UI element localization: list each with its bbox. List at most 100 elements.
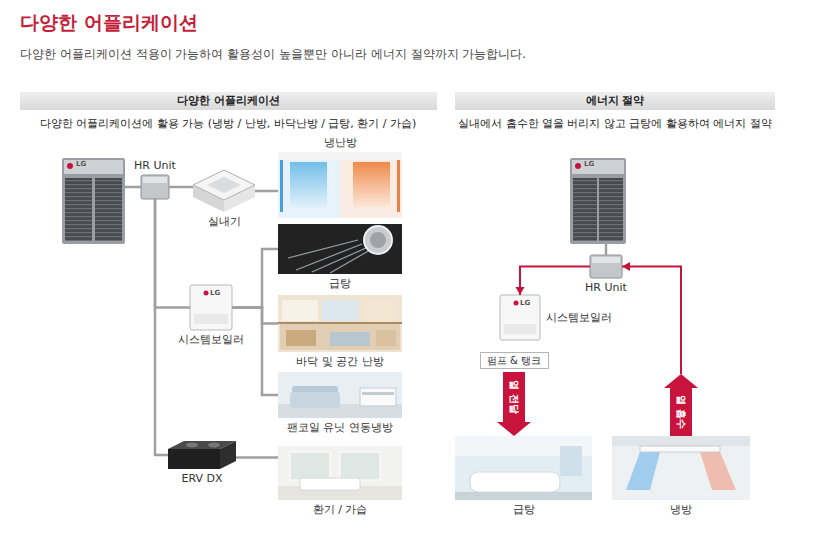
fan-grille xyxy=(65,178,92,241)
heat-flow-arrow xyxy=(497,372,531,436)
pipe-connector xyxy=(232,308,278,396)
heat-flow-arrow xyxy=(622,262,698,436)
page-title: 다양한 어플리케이션 xyxy=(20,10,198,36)
photo-tile: 냉방 xyxy=(612,436,750,500)
connector-line xyxy=(232,249,278,308)
room xyxy=(322,300,358,321)
cool-airflow xyxy=(290,162,327,208)
fan-coil-grille xyxy=(362,392,394,395)
shower-head xyxy=(364,226,392,254)
erv-body xyxy=(168,449,220,469)
cool-airflow xyxy=(626,452,660,490)
boiler-panel xyxy=(504,324,536,334)
room xyxy=(362,300,398,321)
furniture xyxy=(330,332,370,346)
section-band: 다양한 어플리케이션 xyxy=(20,92,437,110)
furniture xyxy=(376,330,396,346)
pipe-connector xyxy=(155,199,190,308)
ventilation-photo xyxy=(278,446,402,500)
heat-transfer-arrow xyxy=(497,372,531,436)
connector-line xyxy=(236,456,278,459)
caption: 실내기 xyxy=(208,215,241,228)
photo-tile: 급탕 xyxy=(455,436,592,500)
caption: 급탕 xyxy=(329,277,351,290)
pipe-connector xyxy=(236,457,278,458)
bathtub xyxy=(470,472,560,492)
logo-text: LG xyxy=(76,160,86,168)
cooling-room xyxy=(278,152,340,218)
water-spray xyxy=(288,240,370,273)
ceiling xyxy=(612,436,750,446)
cassette-grille xyxy=(207,177,241,193)
outdoor-unit: LG xyxy=(570,158,626,244)
caption: 환기 / 가습 xyxy=(313,503,368,516)
lower-floor xyxy=(280,324,400,350)
photo-tile: 환기 / 가습 xyxy=(278,446,402,500)
floor-slab xyxy=(278,322,402,324)
system-boiler: LG시스템보일러 xyxy=(190,285,232,330)
sofa xyxy=(290,392,340,408)
wall-flow xyxy=(397,160,400,212)
logo-text: LG xyxy=(584,160,594,168)
floor-heating-photo xyxy=(278,295,402,352)
pipe-connector xyxy=(232,308,278,324)
caption: HR Unit xyxy=(134,159,176,172)
photo-tile: 바닥 및 공간 난방 xyxy=(278,295,402,352)
fan-coil-unit xyxy=(360,388,396,406)
window xyxy=(340,452,380,480)
connector-line xyxy=(155,199,190,308)
photo-tile: 팬코일 유닛 연동냉방 xyxy=(278,372,402,418)
connector-line xyxy=(232,308,278,324)
connector-line xyxy=(155,199,168,455)
erv-fan xyxy=(186,443,198,448)
boiler-body xyxy=(190,285,232,330)
cassette-panel xyxy=(193,170,255,200)
connector-line xyxy=(169,186,193,189)
caption: 급탕 xyxy=(513,503,535,516)
connector-line xyxy=(232,308,278,396)
warm-airflow xyxy=(353,162,390,208)
caption: 냉방 xyxy=(670,503,692,516)
shower-nozzle xyxy=(370,232,386,248)
shower-photo xyxy=(278,224,402,274)
outdoor-unit-panel xyxy=(64,160,123,174)
connector-line xyxy=(125,186,141,189)
caption: ERV DX xyxy=(181,472,222,485)
fan-coil-photo xyxy=(278,372,402,418)
cooling-photo xyxy=(612,436,750,500)
caption: 팬코일 유닛 연동냉방 xyxy=(287,421,393,434)
fan-grille xyxy=(599,178,623,241)
system-boiler: LG시스템보일러 xyxy=(500,295,540,340)
band-title: 다양한 어플리케이션 xyxy=(177,94,280,107)
caption: 시스템보일러 xyxy=(546,311,612,324)
boiler-panel xyxy=(194,314,228,324)
section-band: 에너지 절약 xyxy=(455,92,775,110)
boiler-body xyxy=(500,295,540,340)
outdoor-unit-panel xyxy=(572,160,624,174)
erv-fan xyxy=(208,443,220,448)
furniture xyxy=(286,330,316,346)
caption: 바닥 및 공간 난방 xyxy=(296,355,384,368)
hr-unit-body xyxy=(590,255,622,278)
connector-line xyxy=(520,267,590,296)
pipe-connector xyxy=(255,191,278,192)
connector-line xyxy=(255,190,278,193)
pipe-connector xyxy=(155,199,168,455)
cassette-unit xyxy=(640,446,720,452)
caption: 냉난방 xyxy=(324,136,357,149)
heat-absorb-arrow xyxy=(664,374,698,436)
caption: 시스템보일러 xyxy=(178,333,244,346)
panel-subheading: 실내에서 흡수한 열을 버리지 않고 급탕에 활용하여 에너지 절약 xyxy=(458,116,772,131)
edge-label: 열 전달 xyxy=(509,380,520,413)
hr-unit: HR Unit xyxy=(590,255,622,278)
subtitle: 다양한 어플리케이션 적용이 가능하여 활용성이 높을뿐만 아니라 에너지 절약… xyxy=(20,46,526,63)
furniture xyxy=(300,478,360,490)
hr-unit-body xyxy=(141,175,169,199)
fan-grille xyxy=(573,178,597,241)
hr-unit-top xyxy=(143,177,167,183)
wall-flow xyxy=(280,160,283,212)
logo-mark xyxy=(514,301,519,306)
logo-text: LG xyxy=(520,299,530,307)
